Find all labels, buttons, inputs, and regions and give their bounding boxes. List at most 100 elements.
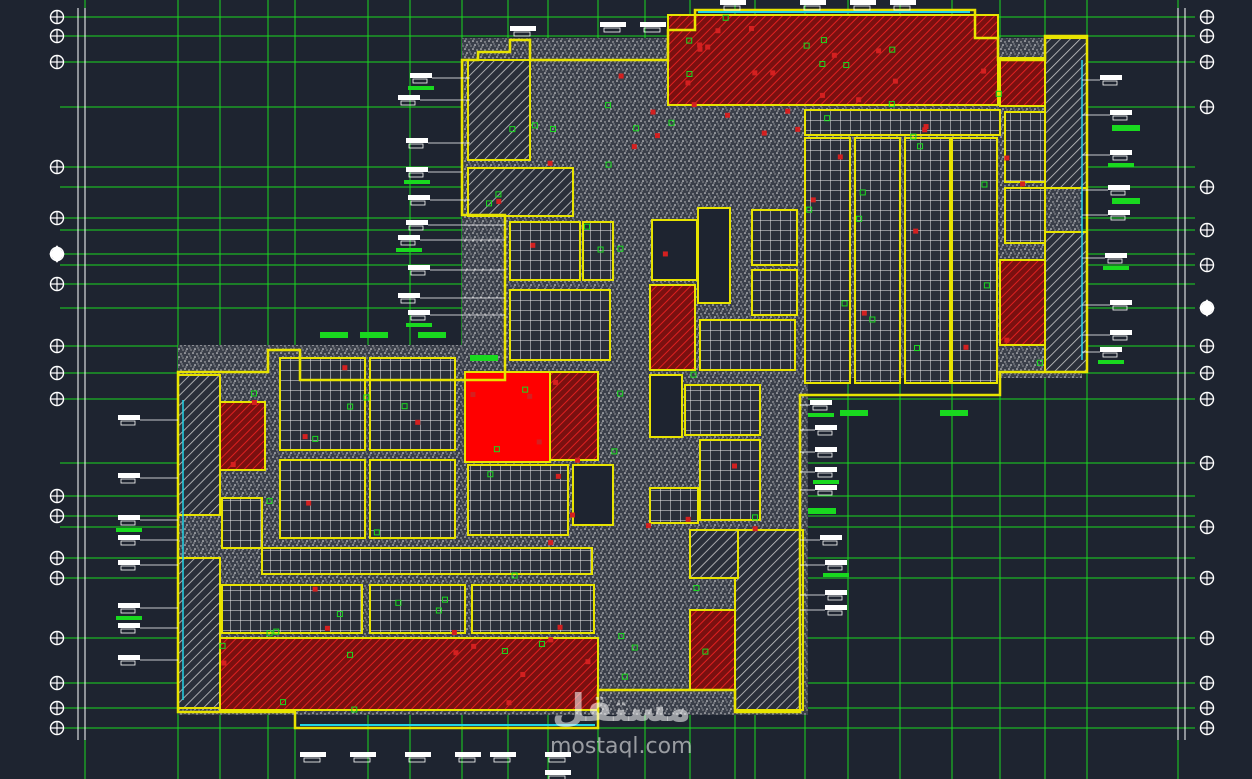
leader-label-2: [406, 138, 470, 149]
edge-tag-10: [455, 752, 481, 763]
leader-subtag-20: [120, 478, 136, 484]
leader-subtag-32: [822, 540, 838, 546]
fixture-mark-28: [856, 215, 863, 222]
fixture-mark-39: [1004, 337, 1010, 343]
leader-label-4: [408, 195, 470, 206]
leader-subtag-14: [1110, 215, 1126, 221]
leader-subtag-1: [400, 100, 416, 106]
fixture-mark-34: [1020, 181, 1026, 187]
fixture-mark-20: [785, 108, 791, 114]
fixture-mark-117: [981, 68, 987, 74]
ceiling-room-sw-3: [279, 459, 366, 539]
fixture-mark-6: [654, 133, 660, 139]
leader-green-tag-33: [823, 573, 849, 577]
leader-subtag-4: [410, 200, 426, 206]
fixture-mark-107: [471, 643, 477, 649]
fixture-mark-83: [401, 403, 408, 410]
leader-green-tag-18: [1098, 360, 1124, 364]
leader-subtag-12: [1112, 155, 1128, 161]
leader-label-14: [1082, 210, 1130, 221]
leader-subtag-16: [1112, 305, 1128, 311]
ceiling-room-ne-1: [804, 137, 851, 384]
fixture-mark-51: [583, 223, 590, 230]
fixture-mark-24: [869, 316, 876, 323]
green-label-band-1: [360, 332, 388, 338]
leader-label-5: [406, 220, 505, 231]
left-grid-bubble-3: [49, 159, 65, 175]
fixture-mark-111: [888, 100, 895, 107]
leader-green-tag-27: [808, 413, 834, 417]
leader-subtag-8: [400, 298, 416, 304]
leader-tag-14: [1108, 210, 1130, 215]
ceiling-strip-ne: [804, 109, 1001, 136]
green-label-band-3: [470, 355, 498, 361]
leader-label-25: [118, 623, 178, 634]
fixture-mark-76: [342, 365, 348, 371]
leader-label-22: [118, 535, 178, 546]
left-grid-bubble-6: [49, 276, 65, 292]
edge-tag-box-7: [303, 757, 321, 763]
leader-tag-26: [118, 655, 140, 660]
edge-tag-6: [890, 0, 916, 11]
edge-tag-5: [850, 0, 876, 11]
fixture-mark-98: [506, 700, 512, 706]
leader-tag-5: [406, 220, 428, 225]
leader-label-28: [800, 425, 837, 436]
fixture-mark-0: [631, 144, 637, 150]
ceiling-room-sw-6: [221, 584, 363, 634]
lift-shaft-3: [649, 374, 683, 438]
fixture-mark-5: [547, 160, 553, 166]
edge-tag-7: [300, 752, 326, 763]
fixture-mark-100: [557, 624, 563, 630]
leader-tag-21: [118, 515, 140, 520]
fixture-mark-27: [810, 197, 816, 203]
leader-tag-0: [410, 73, 432, 78]
leader-subtag-15: [1107, 258, 1123, 264]
edge-tag-box-6: [893, 5, 911, 11]
building-plan: [176, 8, 1089, 730]
leader-label-7: [408, 265, 505, 276]
leader-subtag-10: [1102, 80, 1118, 86]
fixture-mark-114: [856, 97, 862, 103]
fixture-mark-75: [312, 435, 319, 442]
leader-green-tag-3: [404, 180, 430, 184]
fixture-mark-19: [605, 161, 612, 168]
edge-tag-box-5: [853, 5, 871, 11]
fixture-mark-99: [548, 637, 554, 643]
leader-subtag-2: [408, 143, 424, 149]
leader-subtag-35: [827, 610, 843, 616]
right-grid-bubble-17: [1199, 720, 1215, 736]
fixture-mark-35: [841, 300, 848, 307]
fixture-mark-63: [618, 633, 625, 640]
east-core: [1044, 37, 1088, 189]
east-core-2: [1044, 231, 1088, 373]
leader-tag-34: [825, 590, 847, 595]
leader-tag-30: [815, 467, 837, 472]
fixture-mark-112: [722, 14, 729, 21]
fixture-mark-113: [995, 90, 1002, 97]
grid-bubbles: [49, 9, 1215, 736]
leader-tag-3: [406, 167, 428, 172]
leader-green-tag-6: [396, 248, 422, 252]
leader-tag-11: [1110, 110, 1132, 115]
edge-tag-bar-1: [640, 22, 666, 27]
edge-tag-bar-7: [300, 752, 326, 757]
fixture-mark-82: [347, 403, 354, 410]
right-grid-bubble-9: [1199, 365, 1215, 381]
edge-tag-bar-8: [350, 752, 376, 757]
left-north-arrow-marker: [49, 245, 65, 263]
leader-subtag-18: [1102, 352, 1118, 358]
fixture-mark-57: [611, 448, 618, 455]
fixture-mark-44: [662, 251, 668, 257]
ceiling-room-c-9: [649, 487, 699, 524]
leader-subtag-23: [120, 565, 136, 571]
south-east-core-2: [689, 529, 739, 579]
right-grid-bubble-16: [1199, 700, 1215, 716]
leader-subtag-25: [120, 628, 136, 634]
edge-tag-bar-12: [545, 752, 571, 757]
fixture-mark-129: [752, 70, 758, 76]
fixture-mark-121: [843, 62, 850, 69]
leader-tag-28: [815, 425, 837, 430]
fixture-mark-2: [495, 191, 502, 198]
leader-label-8: [398, 293, 505, 304]
